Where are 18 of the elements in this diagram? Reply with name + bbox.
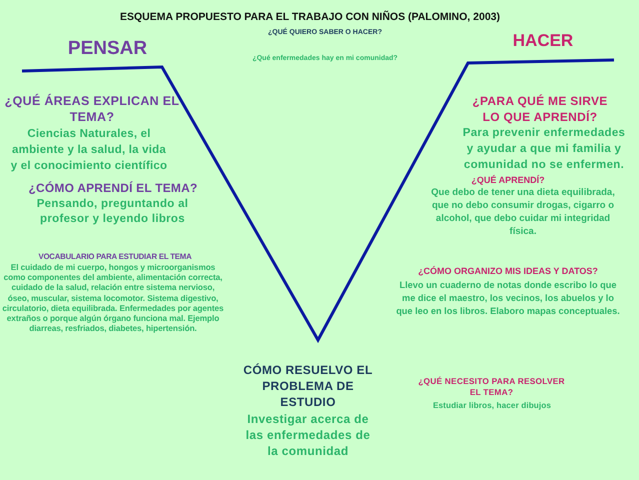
question-heading: ¿CÓMO APRENDÍ EL TEMA? [27,180,199,196]
question-heading: CÓMO RESUELVO EL PROBLEMA DE ESTUDIO [242,362,374,410]
question-heading: ¿QUÉ ÁREAS EXPLICAN EL TEMA? [4,93,180,125]
answer-text: El cuidado de mi cuerpo, hongos y microorganismos como componentes del ambiente, alimentación correcta, cuidado de la salud, relación entre sistema nervioso, óseo, muscular, sistema locomotor. Sistema digestivo, circulatorio, dieta equilibrada. Enfermedades por agentes extraños o porque algún órgano funciona mal. Ejemplo diarreas, resfriados, diabetes, hipertensión. [2,262,224,334]
section-heading: PENSAR [66,37,148,61]
title: ESQUEMA PROPUESTO PARA EL TRABAJO CON NIÑOS (PALOMINO, 2003) [119,11,501,24]
answer-text: Estudiar libros, hacer dibujos [432,400,552,411]
answer-text: Llevo un cuaderno de notas donde escribo lo que me dice el maestro, los vecinos, los abuelos y lo que leo en los libros. Elaboro mapas conceptuales. [395,279,621,318]
question-heading: ¿QUÉ APRENDÍ? [470,175,546,186]
answer-text: Para prevenir enfermedades y ayudar a que mi familia y comunidad no se enfermen. [462,126,626,173]
answer-text: Investigar acerca de las enfermedades de la comunidad [244,411,372,459]
question-heading: ¿PARA QUÉ ME SIRVE LO QUE APRENDÍ? [471,93,609,125]
answer-text: Pensando, preguntando al profesor y leyendo libros [36,197,190,227]
question-heading: ¿QUÉ NECESITO PARA RESOLVER EL TEMA? [417,376,566,398]
section-heading: HACER [512,30,574,52]
answer-text: Ciencias Naturales, el ambiente y la salud, la vida y el conocimiento científico [10,127,168,174]
question-heading: ¿CÓMO ORGANIZO MIS IDEAS Y DATOS? [417,266,599,277]
answer-text: Que debo de tener una dieta equilibrada, que no debo consumir drogas, cigarro o alcohol, que debo cuidar mi integridad física. [430,186,616,238]
